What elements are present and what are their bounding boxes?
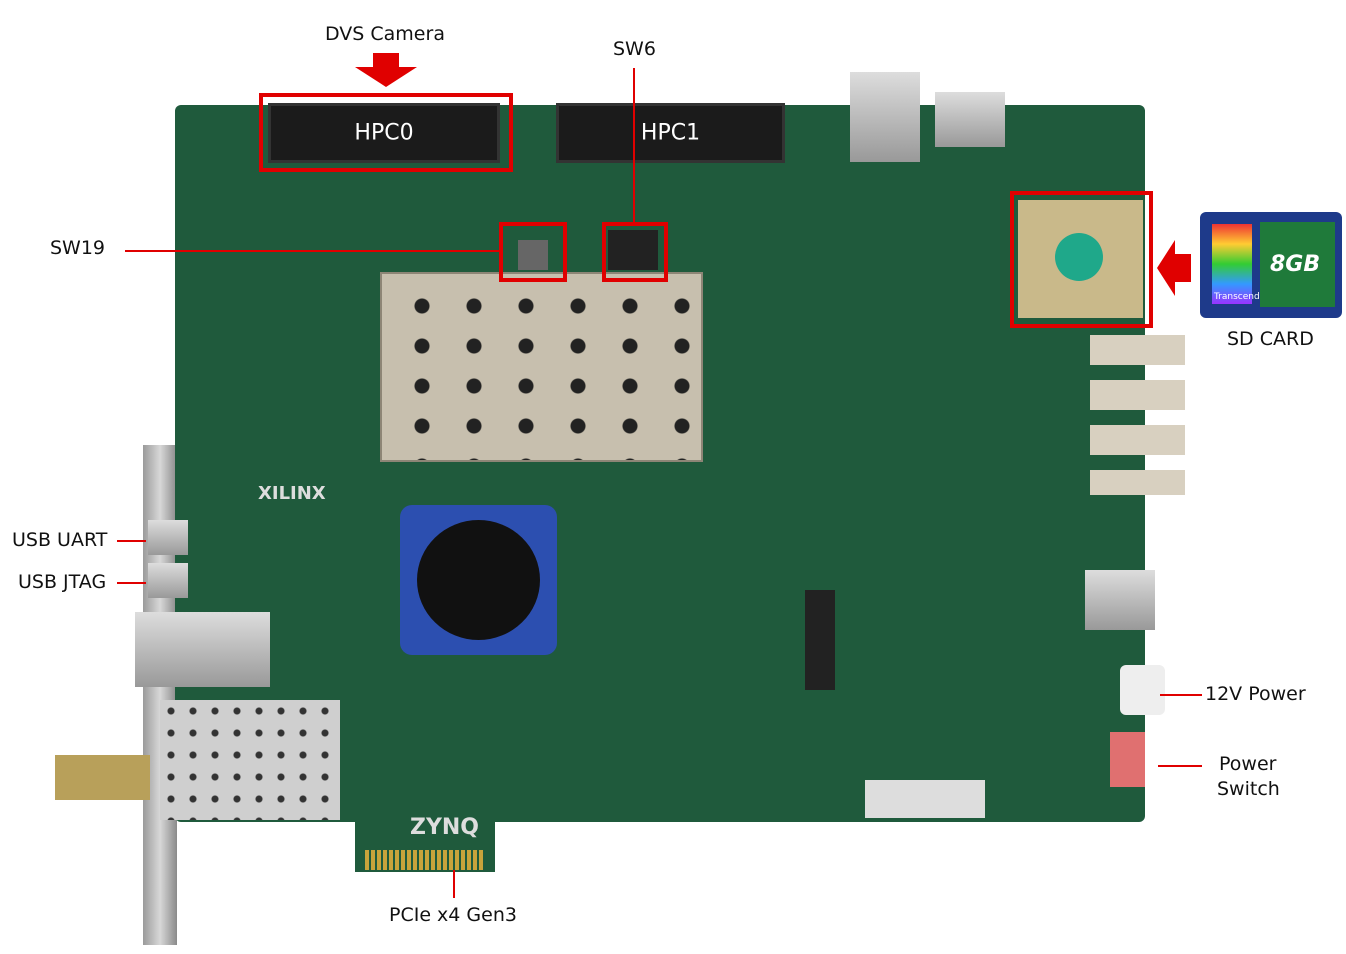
pcie-leader-line bbox=[453, 870, 455, 898]
usb-port bbox=[1085, 570, 1155, 630]
left-arrow-icon bbox=[1157, 240, 1191, 296]
hpc0-label: HPC0 bbox=[354, 120, 414, 146]
power-switch bbox=[1110, 732, 1145, 787]
hdmi-connector bbox=[850, 72, 920, 162]
sw19-button bbox=[518, 240, 548, 270]
usb-jtag-leader-line bbox=[117, 582, 146, 584]
usb-jtag-port bbox=[148, 563, 188, 598]
header-connector bbox=[805, 590, 835, 690]
sfp-cage bbox=[160, 700, 340, 820]
sw19-label: SW19 bbox=[50, 237, 106, 259]
sw19-leader-line bbox=[125, 250, 500, 252]
usb-uart-leader-line bbox=[117, 540, 146, 542]
sd-slot-highlight bbox=[1010, 191, 1153, 328]
power-switch-label-line1: Power bbox=[1219, 753, 1277, 775]
heatsink bbox=[380, 272, 703, 462]
ribbon-connector bbox=[865, 780, 985, 818]
sd-card-capacity: 8GB bbox=[1270, 252, 1321, 277]
power-connector bbox=[1120, 665, 1165, 715]
sd-card-label: SD CARD bbox=[1227, 328, 1314, 350]
sw6-leader-line bbox=[633, 68, 635, 223]
hpc1-connector: HPC1 bbox=[556, 103, 785, 163]
sd-card-brand: Transcend bbox=[1214, 292, 1260, 302]
hpc1-label: HPC1 bbox=[640, 120, 701, 146]
xilinx-logo: XILINX bbox=[258, 483, 326, 504]
down-arrow-icon bbox=[355, 53, 417, 87]
usb-jtag-label: USB JTAG bbox=[18, 571, 107, 593]
dvs-camera-label: DVS Camera bbox=[325, 23, 445, 45]
12v-power-label: 12V Power bbox=[1205, 683, 1306, 705]
power-switch-label-line2: Switch bbox=[1217, 778, 1280, 800]
pcie-label: PCIe x4 Gen3 bbox=[389, 904, 517, 926]
hpc0-highlight bbox=[259, 93, 513, 172]
sd-card-image: 8GB Transcend bbox=[1200, 212, 1342, 318]
sma-connectors bbox=[1090, 335, 1185, 495]
12v-power-leader-line bbox=[1160, 694, 1202, 696]
sw6-label: SW6 bbox=[613, 38, 656, 60]
displayport-connector bbox=[935, 92, 1005, 147]
power-switch-leader-line bbox=[1158, 765, 1202, 767]
sw6-dip-switch bbox=[608, 230, 658, 270]
ethernet-port bbox=[135, 612, 270, 687]
sw19-highlight bbox=[499, 222, 567, 282]
sd-slot-sticker bbox=[1055, 233, 1103, 281]
sfp-module bbox=[55, 755, 150, 800]
zynq-logo: ZYNQ bbox=[410, 815, 479, 840]
fan-blades bbox=[417, 520, 540, 640]
sw6-highlight bbox=[602, 222, 668, 282]
usb-uart-port bbox=[148, 520, 188, 555]
pcie-contacts bbox=[365, 850, 485, 870]
hpc0-connector: HPC0 bbox=[268, 103, 500, 163]
usb-uart-label: USB UART bbox=[12, 529, 108, 551]
